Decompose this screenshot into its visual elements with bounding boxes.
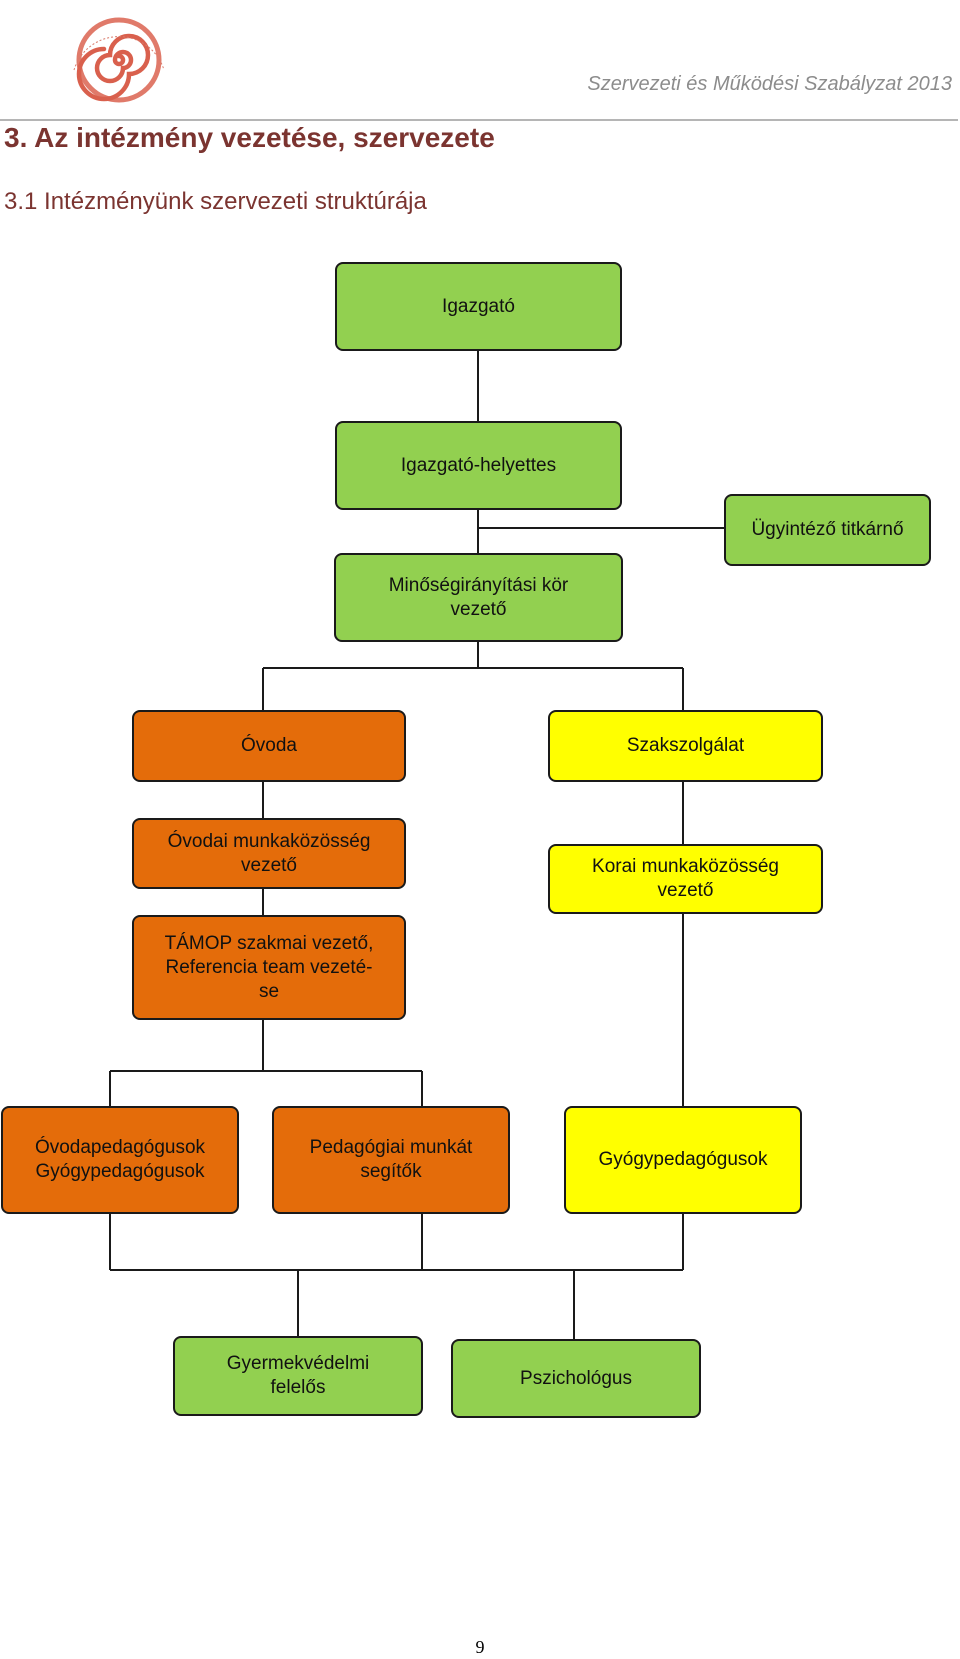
node-pedagogiai-munkat-segitok: Pedagógiai munkát segítők [272,1106,510,1214]
node-korai-munkakozosseg-vezeto: Korai munkaközösség vezető [548,844,823,914]
node-ugyintezo-titkarno: Ügyintéző titkárnő [724,494,931,566]
document-title: Szervezeti és Működési Szabályzat 2013 [587,73,952,95]
node-tamop-szakmai-vezeto: TÁMOP szakmai vezető, Referencia team ve… [132,915,406,1020]
institution-logo [73,17,165,103]
node-szakszolgalat: Szakszolgálat [548,710,823,782]
header-divider [0,119,958,121]
node-pszichologus: Pszichológus [451,1339,701,1418]
page-number: 9 [475,1637,485,1657]
section-heading: 3. Az intézmény vezetése, szervezete [4,122,495,153]
node-igazgato-helyettes: Igazgató-helyettes [335,421,622,510]
node-igazgato: Igazgató [335,262,622,351]
node-minosegiranyitasi-kor-vezeto: Minőségirányítási kör vezető [334,553,623,642]
node-ovodapedagogusok: Óvodapedagógusok Gyógypedagógusok [1,1106,239,1214]
node-gyermekvedelmi-felelos: Gyermekvédelmi felelős [173,1336,423,1416]
node-ovoda: Óvoda [132,710,406,782]
node-gyogypedagogusok: Gyógypedagógusok [564,1106,802,1214]
subsection-heading: 3.1 Intézményünk szervezeti struktúrája [4,188,427,215]
node-ovodai-munkakozosseg-vezeto: Óvodai munkaközösség vezető [132,818,406,889]
